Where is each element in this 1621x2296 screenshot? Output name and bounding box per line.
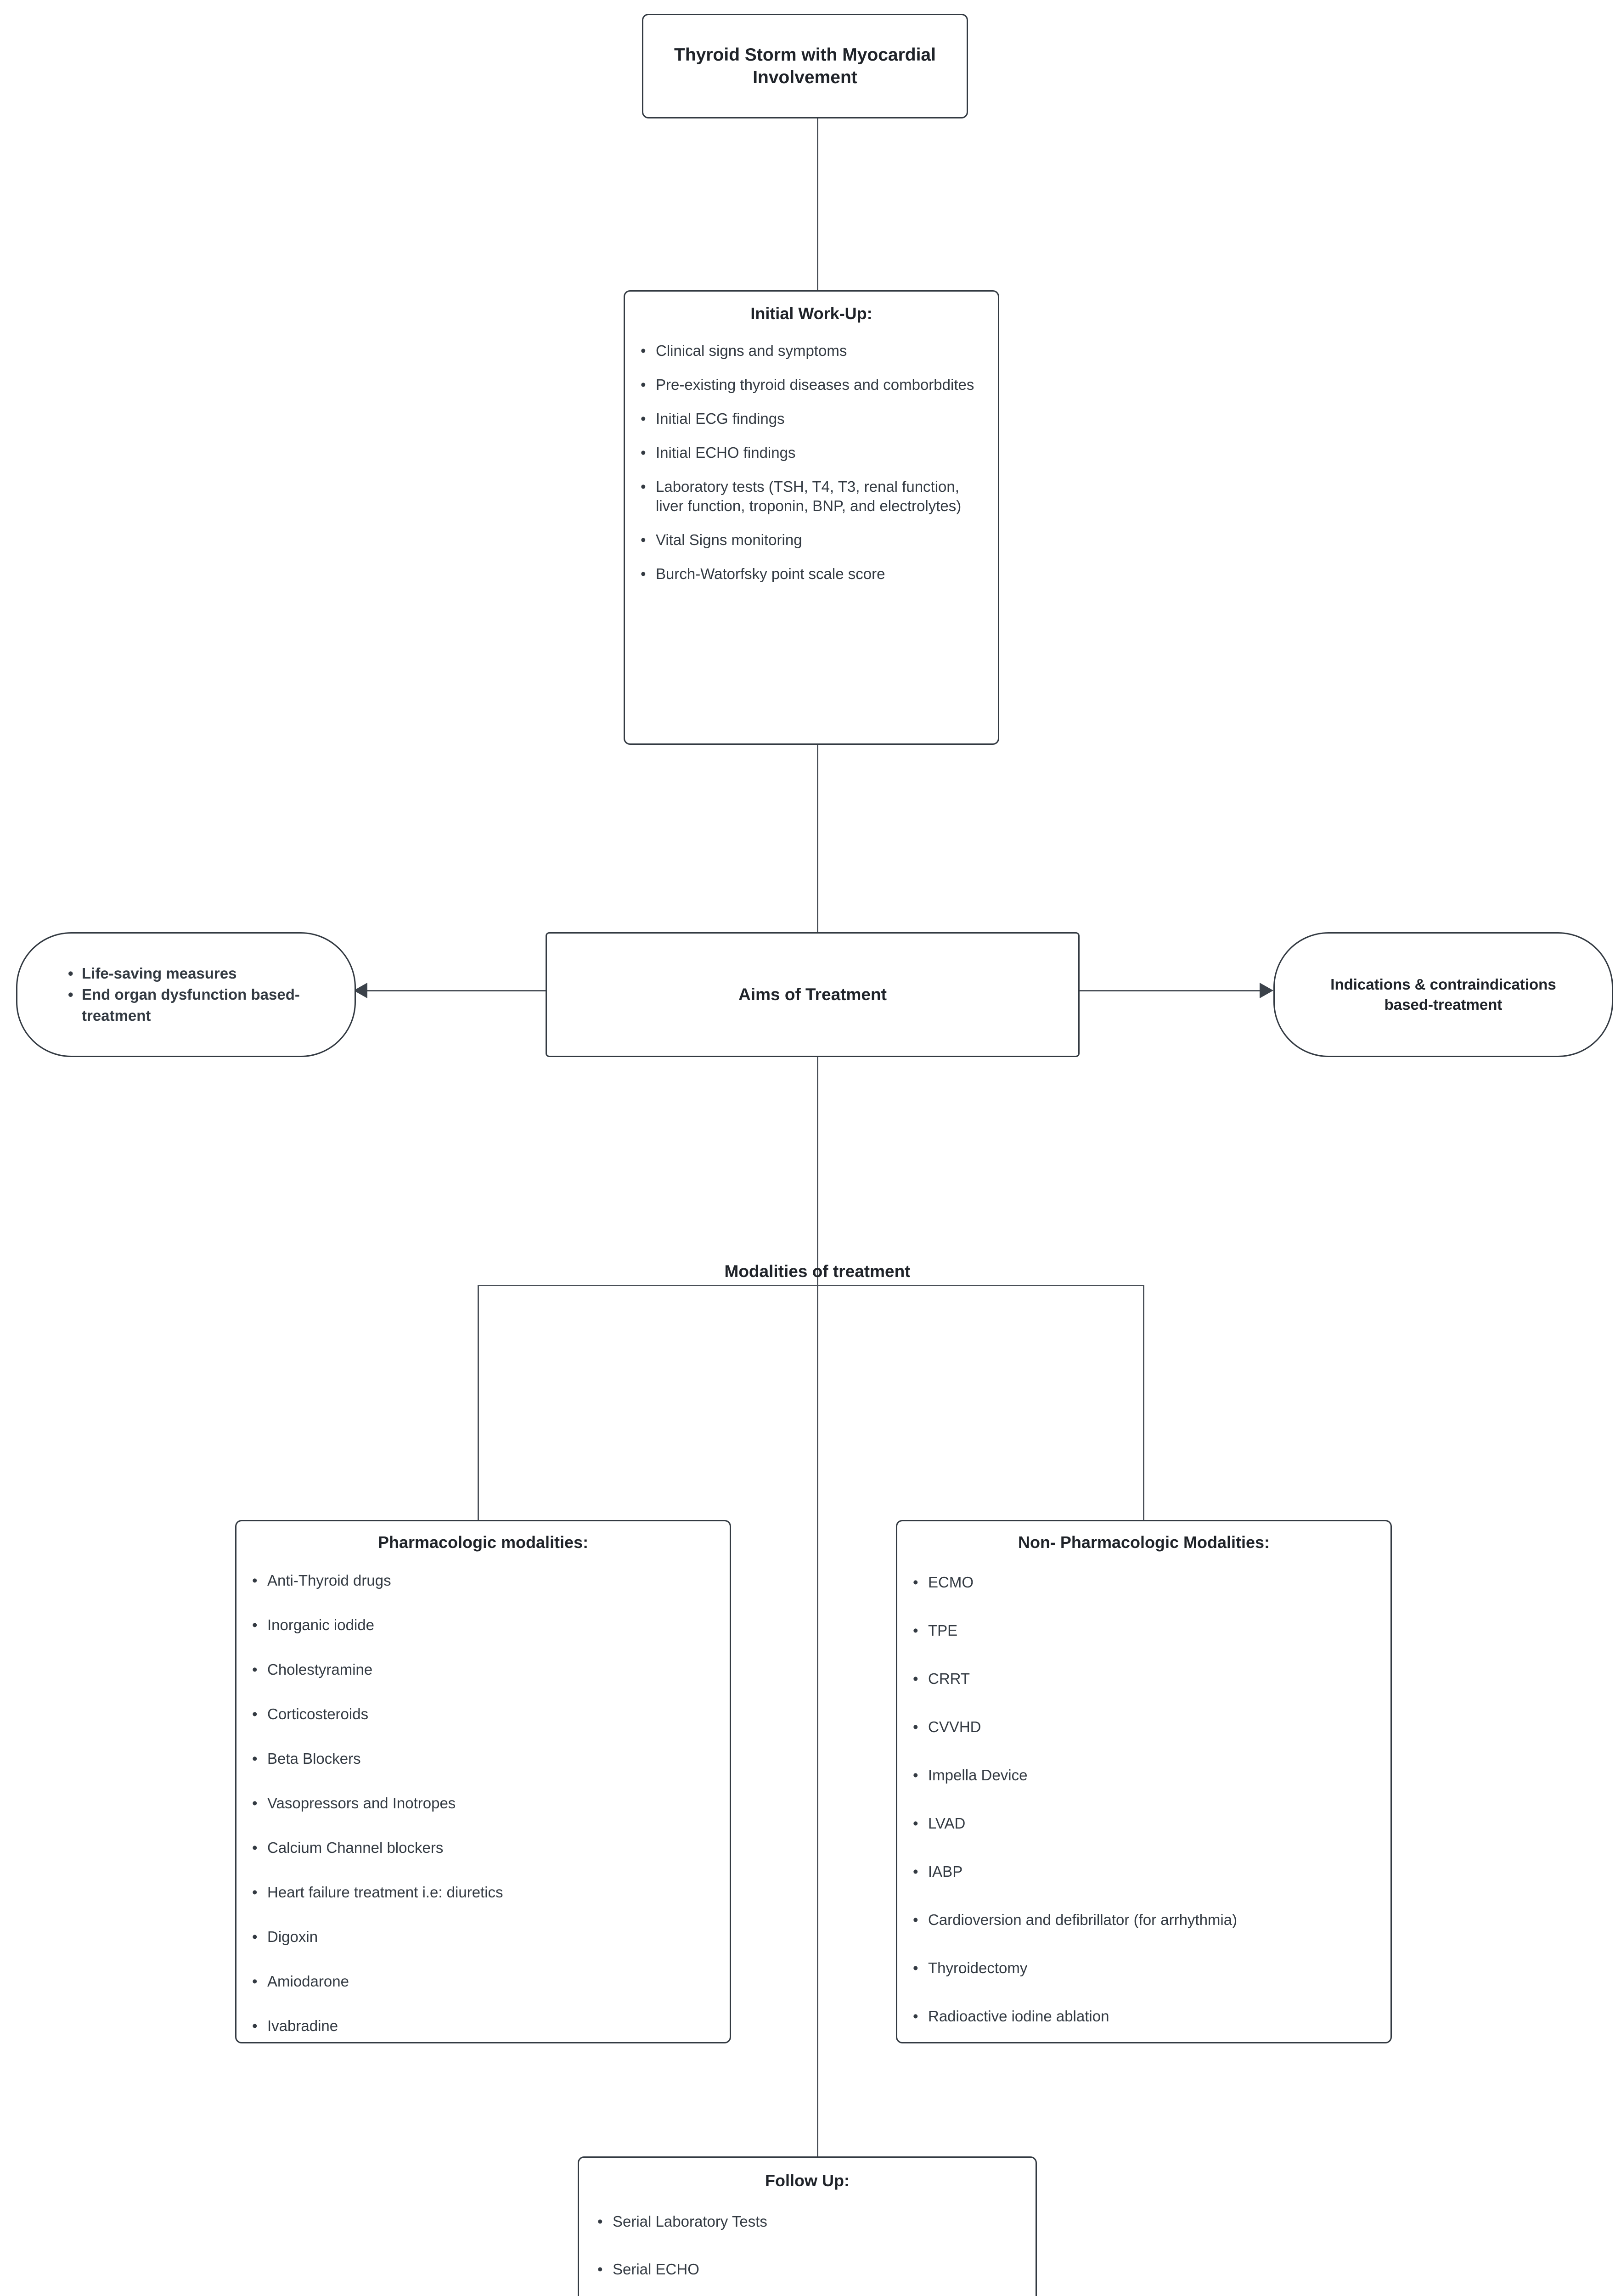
bullet-icon: • (913, 1670, 918, 1687)
follow-up-list: • Serial Laboratory Tests • Serial ECHO (597, 2212, 1017, 2279)
list-item: • Serial Laboratory Tests (597, 2212, 1017, 2231)
bullet-icon: • (913, 1574, 918, 1591)
node-follow-up[interactable]: Follow Up: • Serial Laboratory Tests • S… (578, 2156, 1037, 2296)
bullet-icon: • (68, 986, 73, 1003)
pharmacologic-heading: Pharmacologic modalities: (377, 1533, 589, 1552)
left-branch-list: • Life-saving measures • End organ dysfu… (68, 963, 355, 1026)
bullet-icon: • (913, 1911, 918, 1928)
bullet-icon: • (641, 376, 646, 393)
bullet-icon: • (252, 1661, 258, 1678)
node-initial-workup[interactable]: Initial Work-Up: • Clinical signs and sy… (624, 290, 999, 745)
list-item: • Life-saving measures (68, 963, 355, 984)
arrowhead-right (1260, 983, 1273, 998)
list-item: • Impella Device (913, 1766, 1375, 1785)
bullet-icon: • (252, 1928, 258, 1945)
list-item: • Digoxin (252, 1927, 714, 1947)
list-item: • Pre-existing thyroid diseases and comb… (641, 375, 982, 394)
list-item: • Calcium Channel blockers (252, 1838, 714, 1857)
bullet-icon: • (913, 1767, 918, 1784)
connector-workup-to-aims (817, 744, 818, 932)
list-item: • Inorganic iodide (252, 1615, 714, 1635)
bullet-icon: • (68, 965, 73, 982)
bullet-icon: • (913, 1718, 918, 1735)
list-item: • Vital Signs monitoring (641, 530, 982, 550)
list-item: • CVVHD (913, 1717, 1375, 1737)
list-item: • Cardioversion and defibrillator (for a… (913, 1910, 1375, 1930)
connector-aims-to-modalities (817, 1057, 818, 2159)
bullet-icon: • (913, 1815, 918, 1832)
bullet-icon: • (252, 1616, 258, 1633)
bullet-icon: • (913, 1863, 918, 1880)
bullet-icon: • (252, 2017, 258, 2034)
bullet-icon: • (597, 2213, 603, 2230)
list-item: • Ivabradine (252, 2016, 714, 2036)
bullet-icon: • (252, 1884, 258, 1901)
follow-up-heading: Follow Up: (765, 2171, 850, 2190)
list-item: • Amiodarone (252, 1972, 714, 1991)
bullet-icon: • (913, 1622, 918, 1639)
list-item: • Beta Blockers (252, 1749, 714, 1768)
right-branch-label: Indications & contraindications based-tr… (1330, 976, 1556, 1013)
bullet-icon: • (252, 1839, 258, 1856)
list-item: • ECMO (913, 1573, 1375, 1592)
bullet-icon: • (252, 1750, 258, 1767)
connector-split-left-drop (478, 1285, 479, 1520)
list-item: • Thyroidectomy (913, 1958, 1375, 1978)
bullet-icon: • (252, 1705, 258, 1722)
node-left-branch[interactable]: • Life-saving measures • End organ dysfu… (16, 932, 356, 1057)
list-item: • Clinical signs and symptoms (641, 341, 982, 360)
bullet-icon: • (252, 1973, 258, 1990)
bullet-icon: • (641, 565, 646, 582)
list-item: • Anti-Thyroid drugs (252, 1571, 714, 1590)
list-item: • Laboratory tests (TSH, T4, T3, renal f… (641, 478, 962, 514)
list-item: • Serial ECHO (597, 2260, 1017, 2279)
bullet-icon: • (252, 1795, 258, 1812)
list-item: • LVAD (913, 1814, 1375, 1833)
non-pharmacologic-list: • ECMO • TPE • CRRT • CVVHD • Impella De… (913, 1573, 1375, 2026)
list-item: • End organ dysfunction based-treatment (68, 984, 355, 1026)
modalities-of-treatment-label: Modalities of treatment (724, 1262, 911, 1281)
aims-label: Aims of Treatment (738, 985, 887, 1004)
connector-aims-to-right (1079, 990, 1261, 991)
list-item: • Cholestyramine (252, 1660, 714, 1679)
bullet-icon: • (641, 410, 646, 427)
list-item: • Heart failure treatment i.e: diuretics (252, 1883, 714, 1902)
initial-workup-heading: Initial Work-Up: (750, 304, 872, 323)
list-item: • Initial ECG findings (641, 409, 982, 428)
node-non-pharmacologic-modalities[interactable]: Non- Pharmacologic Modalities: • ECMO • … (896, 1520, 1392, 2043)
bullet-icon: • (597, 2261, 603, 2278)
bullet-icon: • (913, 2008, 918, 2025)
list-item: • Corticosteroids (252, 1705, 714, 1724)
connector-aims-to-left (365, 990, 547, 991)
connector-split-right-drop (1143, 1285, 1144, 1520)
list-item: • IABP (913, 1862, 1375, 1881)
bullet-icon: • (641, 531, 646, 548)
list-item: • Vasopressors and Inotropes (252, 1794, 714, 1813)
list-item: • TPE (913, 1621, 1375, 1640)
bullet-icon: • (641, 342, 646, 359)
node-right-branch[interactable]: Indications & contraindications based-tr… (1273, 932, 1613, 1057)
list-item: • CRRT (913, 1669, 1375, 1688)
node-pharmacologic-modalities[interactable]: Pharmacologic modalities: • Anti-Thyroid… (235, 1520, 731, 2043)
node-aims-of-treatment[interactable]: Aims of Treatment (546, 932, 1080, 1057)
initial-workup-list: • Clinical signs and symptoms • Pre-exis… (641, 341, 982, 584)
bullet-icon: • (252, 1572, 258, 1589)
connector-title-to-workup (817, 118, 818, 290)
connector-modalities-split-bar (478, 1285, 1144, 1286)
bullet-icon: • (641, 478, 646, 495)
pharmacologic-list: • Anti-Thyroid drugs • Inorganic iodide … (252, 1571, 714, 2036)
node-thyroid-storm[interactable]: Thyroid Storm with Myocardial Involvemen… (642, 14, 968, 118)
list-item: • Initial ECHO findings (641, 443, 982, 462)
node-thyroid-storm-label: Thyroid Storm with Myocardial Involvemen… (674, 45, 936, 87)
bullet-icon: • (913, 1959, 918, 1976)
list-item: • Radioactive iodine ablation (913, 2007, 1375, 2026)
non-pharmacologic-heading: Non- Pharmacologic Modalities: (1018, 1533, 1270, 1552)
arrowhead-left (354, 983, 367, 998)
list-item: • Burch-Watorfsky point scale score (641, 564, 982, 584)
bullet-icon: • (641, 444, 646, 461)
